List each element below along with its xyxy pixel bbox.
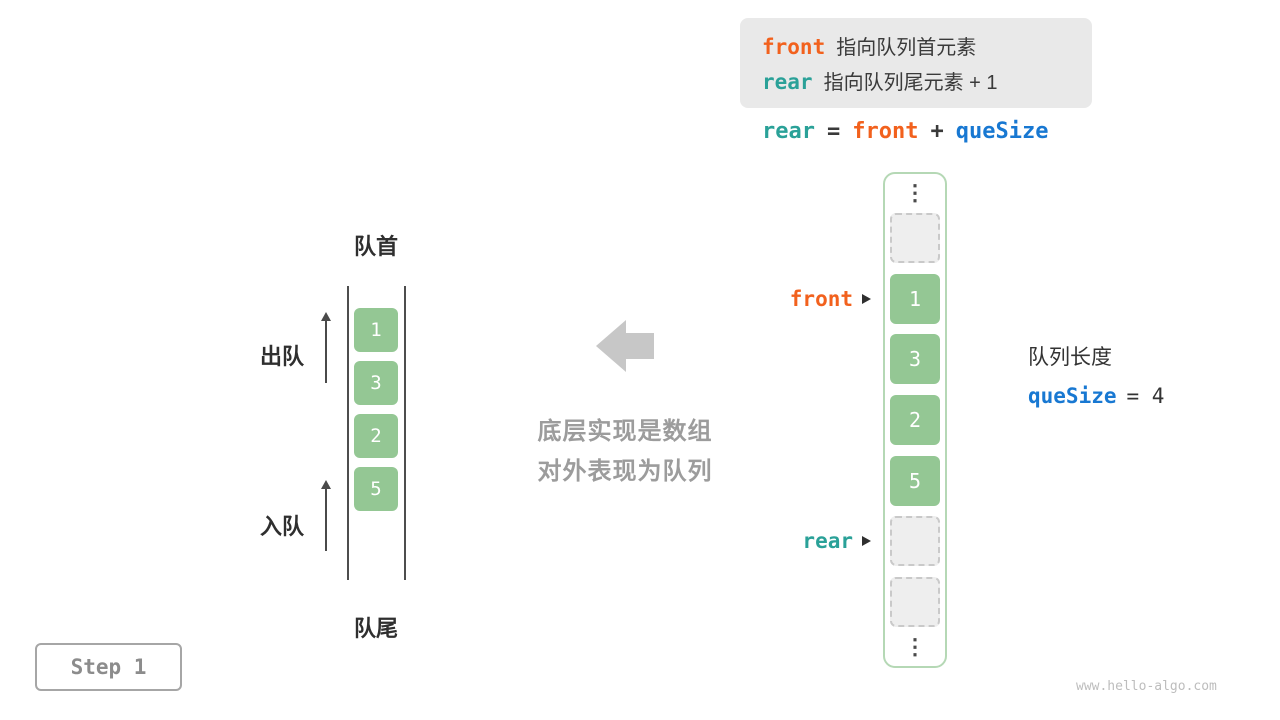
formula: rear = front + queSize bbox=[762, 119, 1048, 144]
queue-tail-label: 队尾 bbox=[354, 616, 399, 641]
left-arrow-body bbox=[625, 333, 654, 359]
array-cell: 3 bbox=[890, 334, 940, 385]
front-pointer: front bbox=[790, 287, 871, 311]
quesize-line: queSize = 4 bbox=[1028, 384, 1164, 408]
queue-cell: 2 bbox=[354, 414, 398, 458]
queue-cell: 1 bbox=[354, 308, 398, 352]
legend-line-front: front 指向队列首元素 bbox=[762, 31, 1070, 60]
array-cell: 1 bbox=[890, 273, 940, 324]
queue-head-label: 队首 bbox=[354, 234, 399, 259]
ellipsis-icon: ⋮ bbox=[904, 634, 926, 660]
queue-cells: 1 3 2 5 bbox=[354, 308, 398, 511]
formula-token-3: + bbox=[930, 119, 944, 144]
caption-line-1: 底层实现是数组 bbox=[537, 418, 713, 445]
array-cell-empty bbox=[890, 213, 940, 264]
formula-token-1: = bbox=[826, 119, 841, 144]
pointer-arrow-icon bbox=[862, 293, 871, 304]
enqueue-arrow-icon bbox=[321, 480, 331, 551]
caption-line-2: 对外表现为队列 bbox=[537, 458, 713, 485]
pointer-legend-box: front 指向队列首元素 rear 指向队列尾元素 + 1 bbox=[740, 18, 1092, 108]
front-keyword: front bbox=[762, 35, 826, 59]
rear-pointer: rear bbox=[802, 529, 871, 553]
quesize-keyword: queSize bbox=[1028, 384, 1117, 408]
rear-pointer-label: rear bbox=[802, 529, 853, 554]
queue-length-info: 队列长度 queSize = 4 bbox=[1028, 341, 1164, 408]
queue-wall-left bbox=[347, 286, 349, 580]
queue-cell: 5 bbox=[354, 467, 398, 511]
array-column: ⋮ 1 3 2 5 ⋮ bbox=[883, 172, 947, 668]
caption: 底层实现是数组 对外表现为队列 bbox=[495, 412, 755, 492]
dequeue-label: 出队 bbox=[260, 344, 305, 369]
array-cell: 2 bbox=[890, 394, 940, 445]
pointer-arrow-icon bbox=[862, 536, 871, 547]
enqueue-label: 入队 bbox=[260, 514, 305, 539]
queue-wall-right bbox=[404, 286, 406, 580]
array-cell-empty bbox=[890, 516, 940, 567]
step-label: Step 1 bbox=[70, 655, 147, 679]
queue-length-label: 队列长度 bbox=[1028, 346, 1112, 369]
step-badge: Step 1 bbox=[35, 643, 182, 691]
queue-cell: 3 bbox=[354, 361, 398, 405]
watermark: www.hello-algo.com bbox=[1076, 679, 1217, 694]
front-description: 指向队列首元素 bbox=[836, 37, 977, 59]
formula-token-4: queSize bbox=[955, 119, 1049, 144]
rear-keyword: rear bbox=[762, 70, 813, 94]
quesize-value: = 4 bbox=[1126, 384, 1165, 408]
formula-token-0: rear bbox=[762, 119, 815, 144]
array-cell: 5 bbox=[890, 455, 940, 506]
legend-line-rear: rear 指向队列尾元素 + 1 bbox=[762, 66, 1070, 95]
dequeue-arrow-icon bbox=[321, 312, 331, 383]
array-cell-empty bbox=[890, 576, 940, 627]
left-arrow-icon bbox=[596, 320, 626, 372]
front-pointer-label: front bbox=[789, 286, 853, 311]
ellipsis-icon: ⋮ bbox=[904, 180, 926, 205]
rear-description: 指向队列尾元素 + 1 bbox=[823, 72, 998, 94]
formula-token-2: front bbox=[852, 119, 919, 144]
